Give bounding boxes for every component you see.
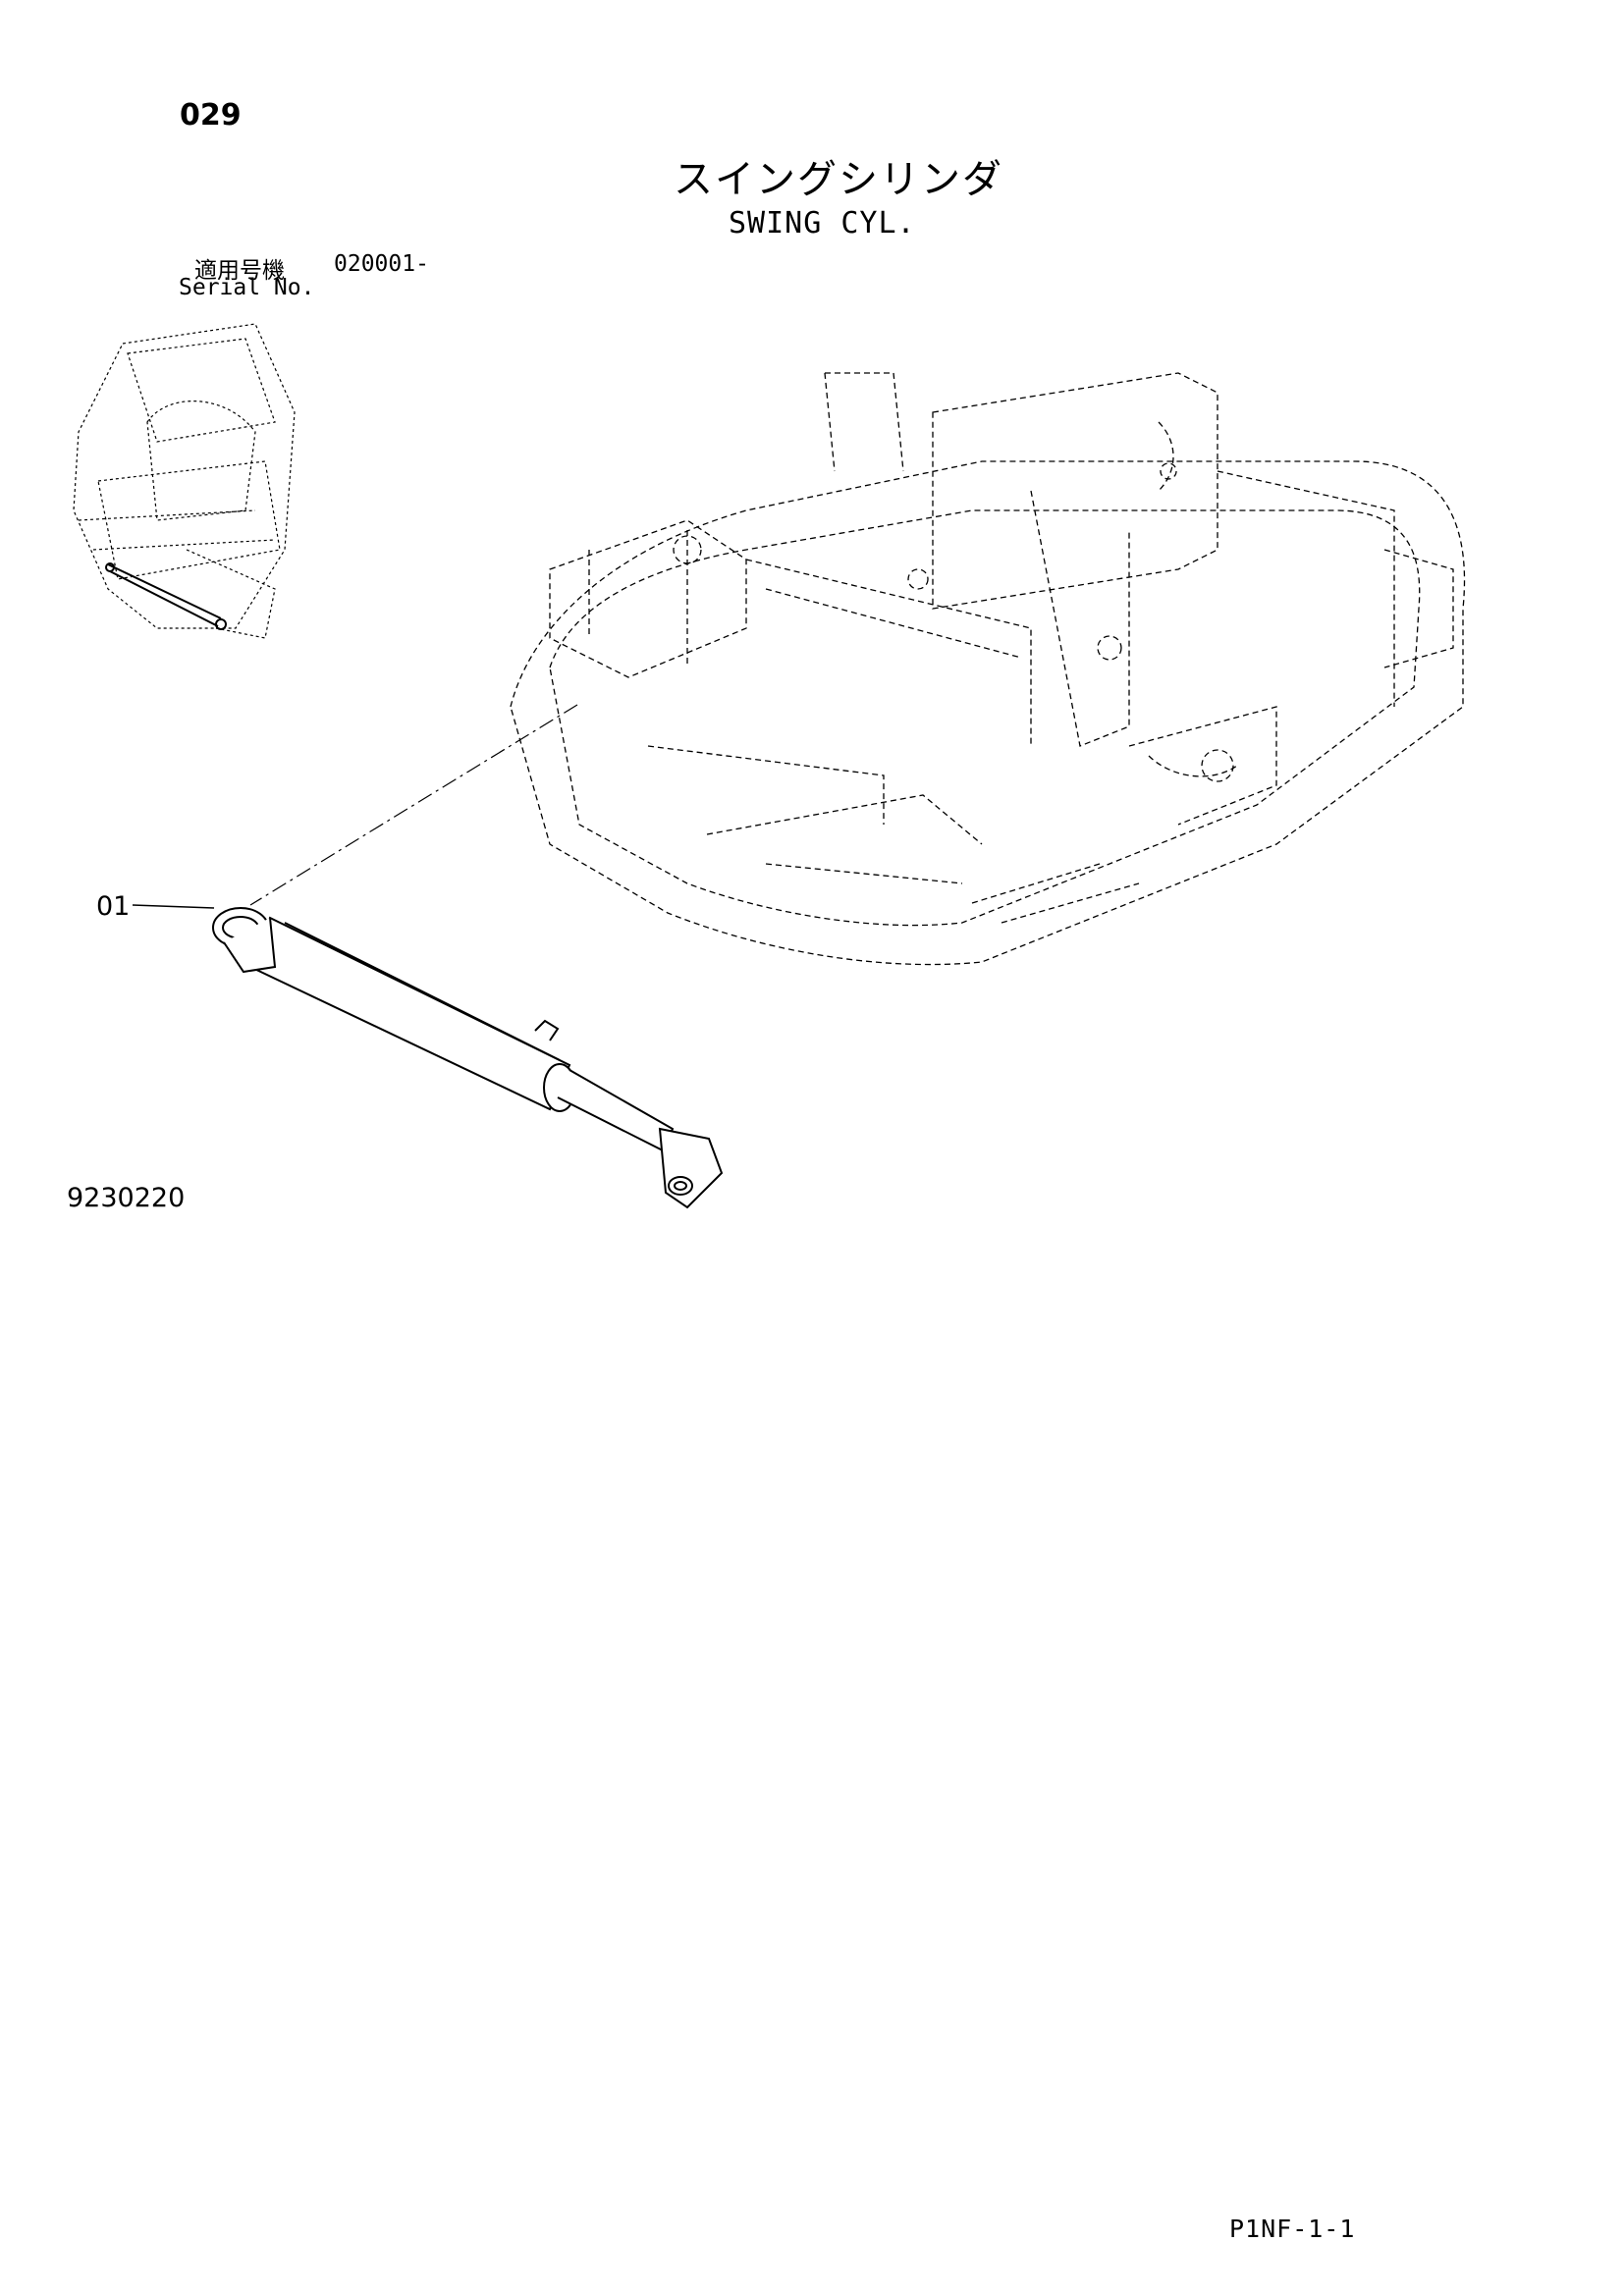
page-number: 029 bbox=[180, 98, 242, 133]
serial-number-range: 020001- bbox=[334, 251, 429, 277]
thumbnail-cylinder-highlight bbox=[105, 562, 227, 630]
serial-label-japanese: 適用号機 bbox=[194, 258, 285, 284]
part-callout-label: 01 bbox=[96, 891, 131, 922]
page-reference: P1NF-1-1 bbox=[1229, 2215, 1356, 2243]
upper-frame-drawing bbox=[510, 372, 1466, 966]
swing-cylinder-part bbox=[212, 907, 724, 1209]
assembly-leader-line bbox=[249, 704, 578, 906]
drawing-number: 9230220 bbox=[67, 1183, 186, 1213]
page-title-japanese: スイングシリンダ bbox=[674, 157, 1003, 202]
serial-label-english: Serial No. bbox=[179, 275, 315, 300]
page-title-english: SWING CYL. bbox=[729, 206, 916, 240]
callout-leader-line bbox=[132, 904, 215, 909]
machine-overview-thumbnail bbox=[73, 323, 296, 639]
